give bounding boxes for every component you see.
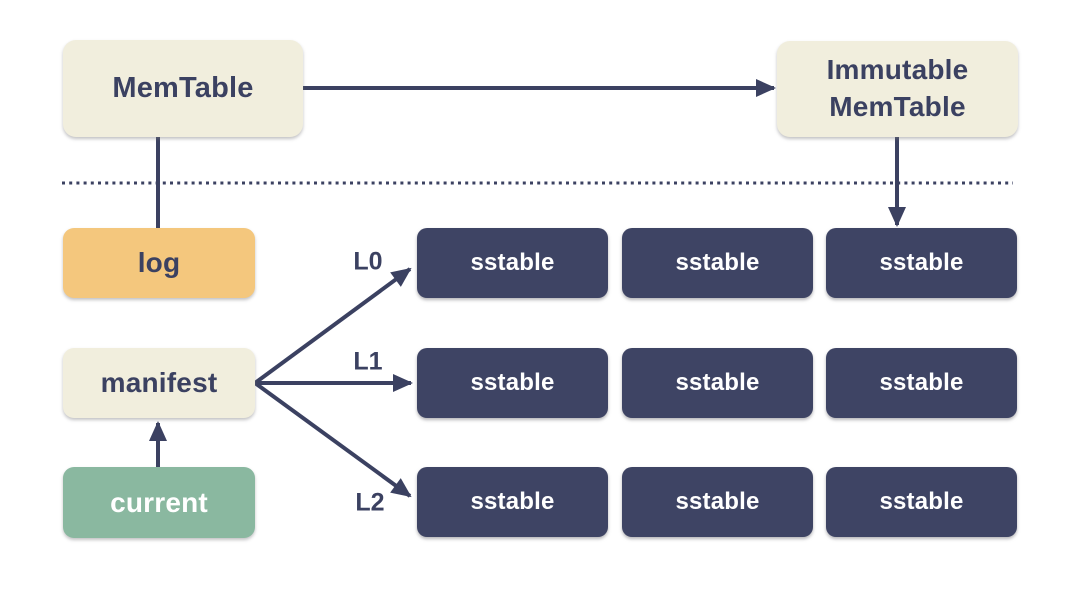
log-box: log	[63, 228, 255, 298]
sstable-label: sstable	[675, 488, 760, 515]
memtable-box: MemTable	[63, 40, 303, 137]
level-label-l2: L2	[355, 488, 385, 517]
sstable-label: sstable	[470, 249, 555, 276]
immutable-memtable-box: Immutable MemTable	[777, 41, 1018, 137]
arrow-manifest-to-l2	[253, 381, 412, 498]
sstable-box: sstable	[622, 348, 813, 418]
sstable-box: sstable	[417, 348, 608, 418]
level-label-l0: L0	[353, 247, 383, 276]
sstable-label: sstable	[675, 369, 760, 396]
sstable-box: sstable	[826, 228, 1017, 298]
memtable-label: MemTable	[112, 72, 254, 104]
sstable-box: sstable	[622, 228, 813, 298]
manifest-box: manifest	[63, 348, 255, 418]
current-box: current	[63, 467, 255, 538]
sstable-label: sstable	[879, 488, 964, 515]
log-label: log	[137, 247, 181, 278]
sstable-box: sstable	[826, 348, 1017, 418]
sstable-label: sstable	[675, 249, 760, 276]
current-label: current	[110, 486, 208, 518]
immutable-memtable-label-line2: MemTable	[829, 91, 966, 122]
manifest-label: manifest	[100, 367, 218, 398]
sstable-box: sstable	[826, 467, 1017, 537]
level-label-l1: L1	[353, 347, 383, 376]
sstable-label: sstable	[470, 488, 555, 515]
sstable-box: sstable	[622, 467, 813, 537]
sstable-box: sstable	[417, 228, 608, 298]
sstable-label: sstable	[470, 369, 555, 396]
sstable-label: sstable	[879, 249, 964, 276]
sstable-box: sstable	[417, 467, 608, 537]
arrow-manifest-to-l0	[253, 267, 412, 385]
immutable-memtable-label-line1: Immutable	[826, 54, 969, 86]
sstable-label: sstable	[879, 369, 964, 396]
